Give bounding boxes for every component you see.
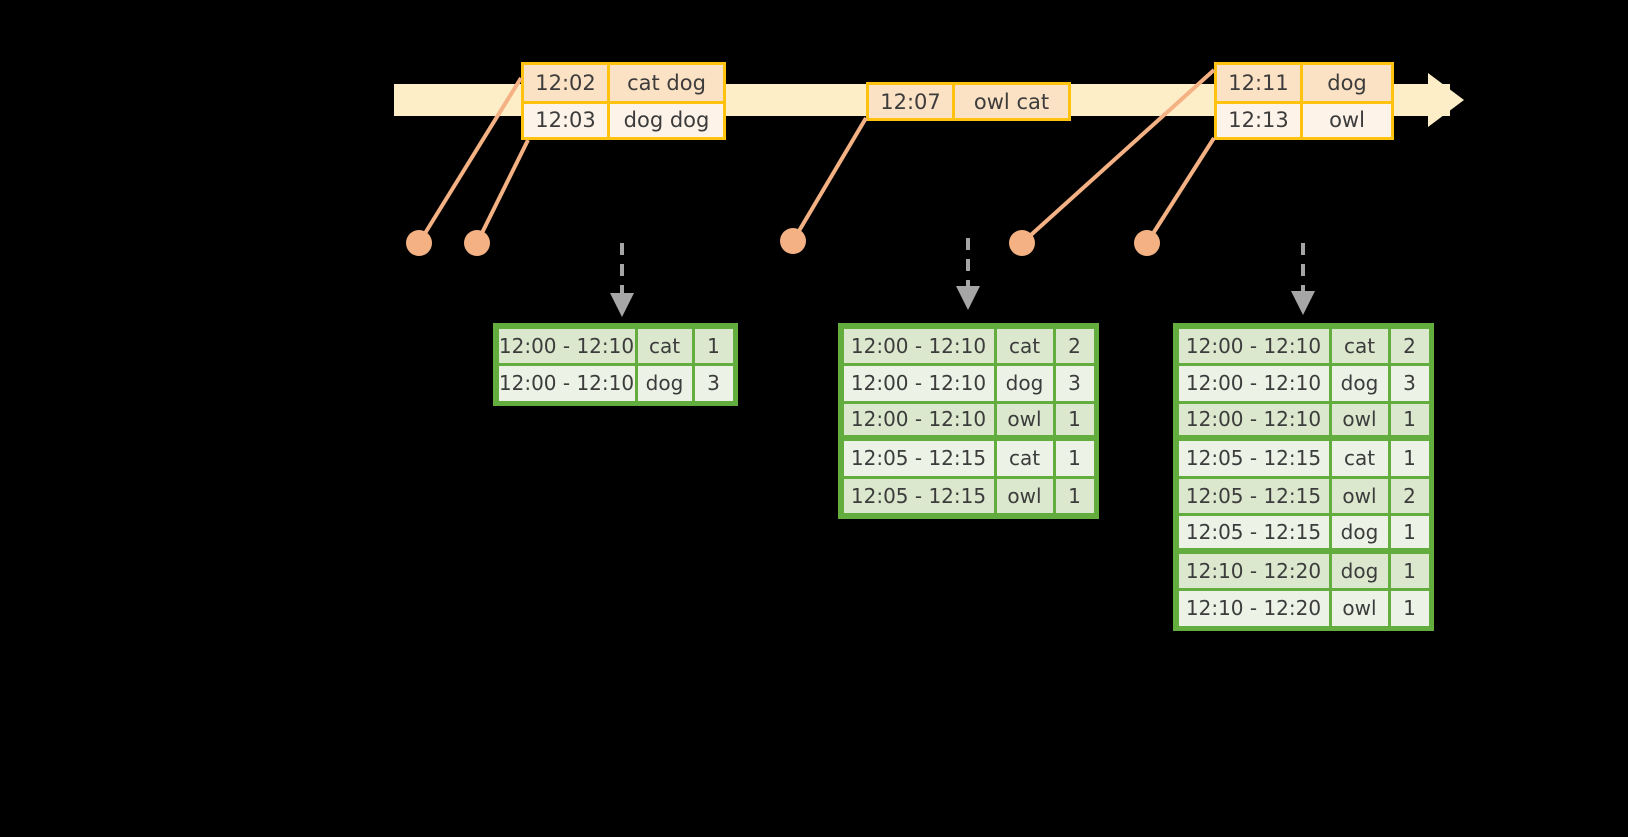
connector-line <box>1145 136 1216 245</box>
trigger-arrow-heads <box>610 286 1315 317</box>
cell-word: owl <box>1331 403 1388 435</box>
event-time: 12:13 <box>1217 103 1303 137</box>
cell-count: 1 <box>1055 403 1094 435</box>
cell-count: 1 <box>1390 591 1429 626</box>
cell-count: 1 <box>1390 516 1429 548</box>
cell-window: 12:00 - 12:10 <box>498 328 635 363</box>
event-words: cat dog <box>610 65 723 101</box>
timeline-arrowhead <box>1428 73 1464 127</box>
cell-window: 12:05 - 12:15 <box>843 441 994 476</box>
cell-window: 12:00 - 12:10 <box>1178 366 1329 401</box>
table-row[interactable]: 12:00 - 12:10 cat 1 <box>497 327 734 365</box>
trigger-arrow-head <box>610 293 634 317</box>
cell-count: 1 <box>1390 441 1429 476</box>
cell-window: 12:05 - 12:15 <box>843 478 994 513</box>
cell-window: 12:00 - 12:10 <box>843 403 994 435</box>
cell-count: 1 <box>1390 403 1429 435</box>
table-row[interactable]: 12:00 - 12:10 owl 1 <box>1177 402 1430 440</box>
event-time: 12:07 <box>869 85 955 118</box>
cell-window: 12:05 - 12:15 <box>1178 478 1329 513</box>
event-words: dog dog <box>610 103 723 137</box>
event-dot <box>1134 230 1160 256</box>
result-table-2[interactable]: 12:00 - 12:10 cat 2 12:00 - 12:10 dog 3 … <box>838 323 1099 519</box>
cell-word: cat <box>1331 441 1388 476</box>
cell-count: 1 <box>1390 553 1429 588</box>
trigger-arrow-head <box>1291 291 1315 315</box>
cell-window: 12:10 - 12:20 <box>1178 591 1329 626</box>
event-row[interactable]: 12:03 dog dog <box>524 100 723 137</box>
cell-word: cat <box>637 328 692 363</box>
cell-word: cat <box>996 328 1053 363</box>
event-dot <box>1009 230 1035 256</box>
event-row[interactable]: 12:07 owl cat <box>869 85 1068 118</box>
cell-count: 2 <box>1390 328 1429 363</box>
cell-word: owl <box>1331 478 1388 513</box>
cell-count: 1 <box>1055 478 1094 513</box>
event-time: 12:03 <box>524 103 610 137</box>
cell-window: 12:00 - 12:10 <box>498 366 635 401</box>
cell-count: 2 <box>1390 478 1429 513</box>
connector-line <box>475 139 530 244</box>
event-group-2[interactable]: 12:07 owl cat <box>866 82 1071 121</box>
event-words: owl cat <box>955 85 1068 118</box>
cell-count: 1 <box>694 328 733 363</box>
event-time: 12:02 <box>524 65 610 101</box>
cell-count: 3 <box>1390 366 1429 401</box>
trigger-arrow-shafts <box>620 238 1305 295</box>
event-dot <box>406 230 432 256</box>
cell-count: 3 <box>1055 366 1094 401</box>
cell-window: 12:10 - 12:20 <box>1178 553 1329 588</box>
cell-word: dog <box>1331 553 1388 588</box>
connector-line <box>791 116 868 243</box>
result-table-1[interactable]: 12:00 - 12:10 cat 1 12:00 - 12:10 dog 3 <box>493 323 738 406</box>
event-group-1[interactable]: 12:02 cat dog 12:03 dog dog <box>521 62 726 140</box>
event-words: owl <box>1303 103 1391 137</box>
cell-count: 3 <box>694 366 733 401</box>
cell-word: cat <box>996 441 1053 476</box>
cell-window: 12:05 - 12:15 <box>1178 441 1329 476</box>
table-row[interactable]: 12:00 - 12:10 dog 3 <box>497 365 734 403</box>
table-row[interactable]: 12:05 - 12:15 owl 1 <box>842 477 1095 515</box>
cell-word: owl <box>996 403 1053 435</box>
table-row[interactable]: 12:00 - 12:10 dog 3 <box>842 365 1095 403</box>
trigger-arrow-head <box>956 286 980 310</box>
cell-window: 12:05 - 12:15 <box>1178 516 1329 548</box>
event-words: dog <box>1303 65 1391 101</box>
cell-word: cat <box>1331 328 1388 363</box>
table-row[interactable]: 12:00 - 12:10 dog 3 <box>1177 365 1430 403</box>
event-time: 12:11 <box>1217 65 1303 101</box>
table-row[interactable]: 12:10 - 12:20 owl 1 <box>1177 590 1430 628</box>
table-row[interactable]: 12:10 - 12:20 dog 1 <box>1177 552 1430 590</box>
cell-count: 2 <box>1055 328 1094 363</box>
event-group-3[interactable]: 12:11 dog 12:13 owl <box>1214 62 1394 140</box>
cell-word: owl <box>996 478 1053 513</box>
result-table-3[interactable]: 12:00 - 12:10 cat 2 12:00 - 12:10 dog 3 … <box>1173 323 1434 631</box>
cell-window: 12:00 - 12:10 <box>843 366 994 401</box>
cell-word: dog <box>1331 366 1388 401</box>
cell-window: 12:00 - 12:10 <box>1178 328 1329 363</box>
table-row[interactable]: 12:05 - 12:15 dog 1 <box>1177 515 1430 552</box>
cell-word: dog <box>1331 516 1388 548</box>
event-row[interactable]: 12:02 cat dog <box>524 65 723 101</box>
cell-word: dog <box>637 366 692 401</box>
cell-count: 1 <box>1055 441 1094 476</box>
event-row[interactable]: 12:13 owl <box>1217 100 1391 137</box>
table-row[interactable]: 12:00 - 12:10 cat 2 <box>1177 327 1430 365</box>
table-row[interactable]: 12:05 - 12:15 cat 1 <box>842 440 1095 478</box>
event-dot <box>780 228 806 254</box>
table-row[interactable]: 12:05 - 12:15 cat 1 <box>1177 440 1430 478</box>
table-row[interactable]: 12:05 - 12:15 owl 2 <box>1177 477 1430 515</box>
table-row[interactable]: 12:00 - 12:10 cat 2 <box>842 327 1095 365</box>
cell-word: dog <box>996 366 1053 401</box>
cell-window: 12:00 - 12:10 <box>1178 403 1329 435</box>
event-row[interactable]: 12:11 dog <box>1217 65 1391 101</box>
cell-window: 12:00 - 12:10 <box>843 328 994 363</box>
cell-word: owl <box>1331 591 1388 626</box>
table-row[interactable]: 12:00 - 12:10 owl 1 <box>842 402 1095 440</box>
event-dot <box>464 230 490 256</box>
